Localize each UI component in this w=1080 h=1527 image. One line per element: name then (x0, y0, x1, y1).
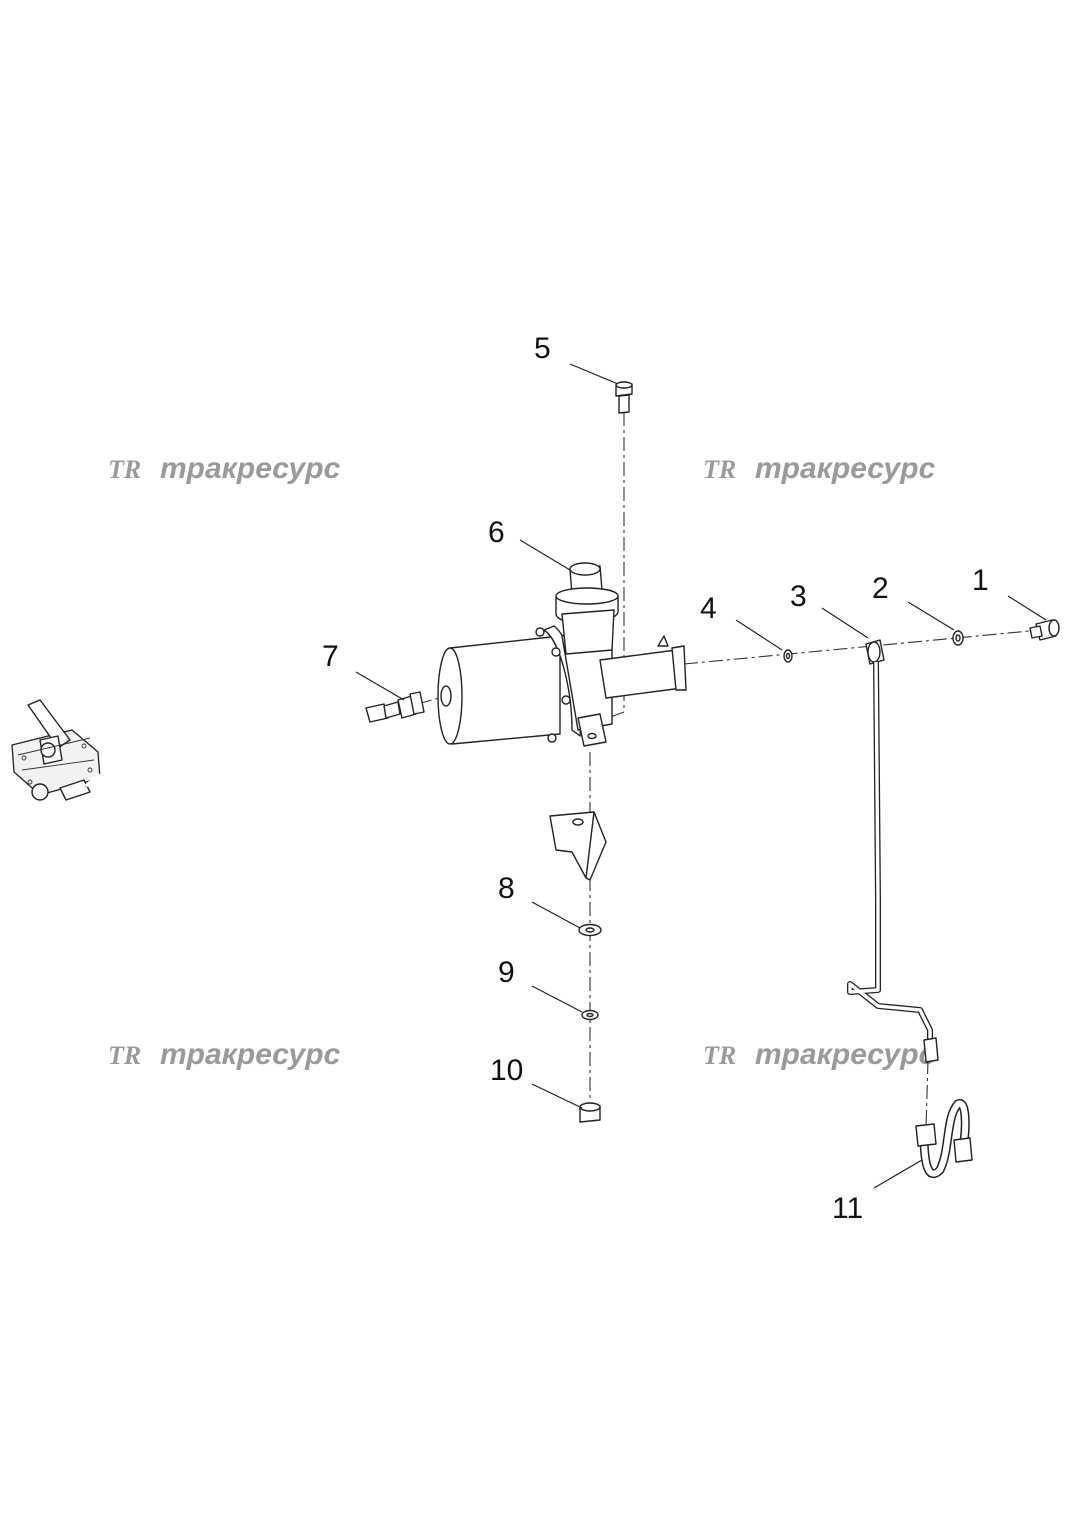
callout-1: 1 (972, 564, 989, 597)
watermark-top-right: TR тракресурс (703, 452, 936, 485)
watermark-text: тракресурс (160, 452, 341, 485)
part-4-washer (783, 649, 793, 663)
callout-8: 8 (498, 872, 515, 905)
watermark-text: тракресурс (755, 452, 936, 485)
part-5-bolt (615, 381, 633, 414)
watermark-bottom-right: TR тракресурс (703, 1038, 936, 1071)
clutch-pedal-assembly (11, 699, 101, 801)
watermark-logo: TR (703, 455, 736, 484)
callout-10: 10 (490, 1054, 523, 1087)
part-8-washer (578, 923, 602, 937)
callout-labels: 1 2 3 4 5 6 7 8 9 10 11 (322, 332, 989, 1225)
assembly-axes (417, 412, 1041, 1129)
watermark-top-left: TR тракресурс (108, 452, 341, 485)
part-2-washer (952, 630, 964, 646)
callout-11: 11 (832, 1192, 863, 1225)
part-9-spring-washer (581, 1009, 599, 1021)
part-6-clutch-booster (437, 562, 687, 747)
part-1-banjo-bolt (1029, 619, 1060, 641)
watermark-logo: TR (108, 1041, 141, 1070)
callout-9: 9 (498, 956, 515, 989)
watermark-bottom-left: TR тракресурс (108, 1038, 341, 1071)
callout-7: 7 (322, 640, 339, 673)
watermark-logo: TR (703, 1041, 736, 1070)
watermark-text: тракресурс (755, 1038, 936, 1071)
callout-6: 6 (488, 516, 505, 549)
hydraulic-hose (84, 701, 401, 788)
callout-2: 2 (872, 572, 889, 605)
callout-4: 4 (700, 592, 717, 625)
part-3-pipe (847, 639, 939, 1063)
part-7-fitting (397, 691, 425, 719)
callout-3: 3 (790, 580, 807, 613)
part-11-hose (915, 1099, 973, 1179)
callout-leaders (355, 363, 1047, 1189)
watermark-text: тракресурс (160, 1038, 341, 1071)
callout-5: 5 (534, 332, 551, 365)
part-10-nut (579, 1102, 601, 1123)
mounting-bracket (549, 811, 607, 881)
watermark-logo: TR (108, 455, 141, 484)
